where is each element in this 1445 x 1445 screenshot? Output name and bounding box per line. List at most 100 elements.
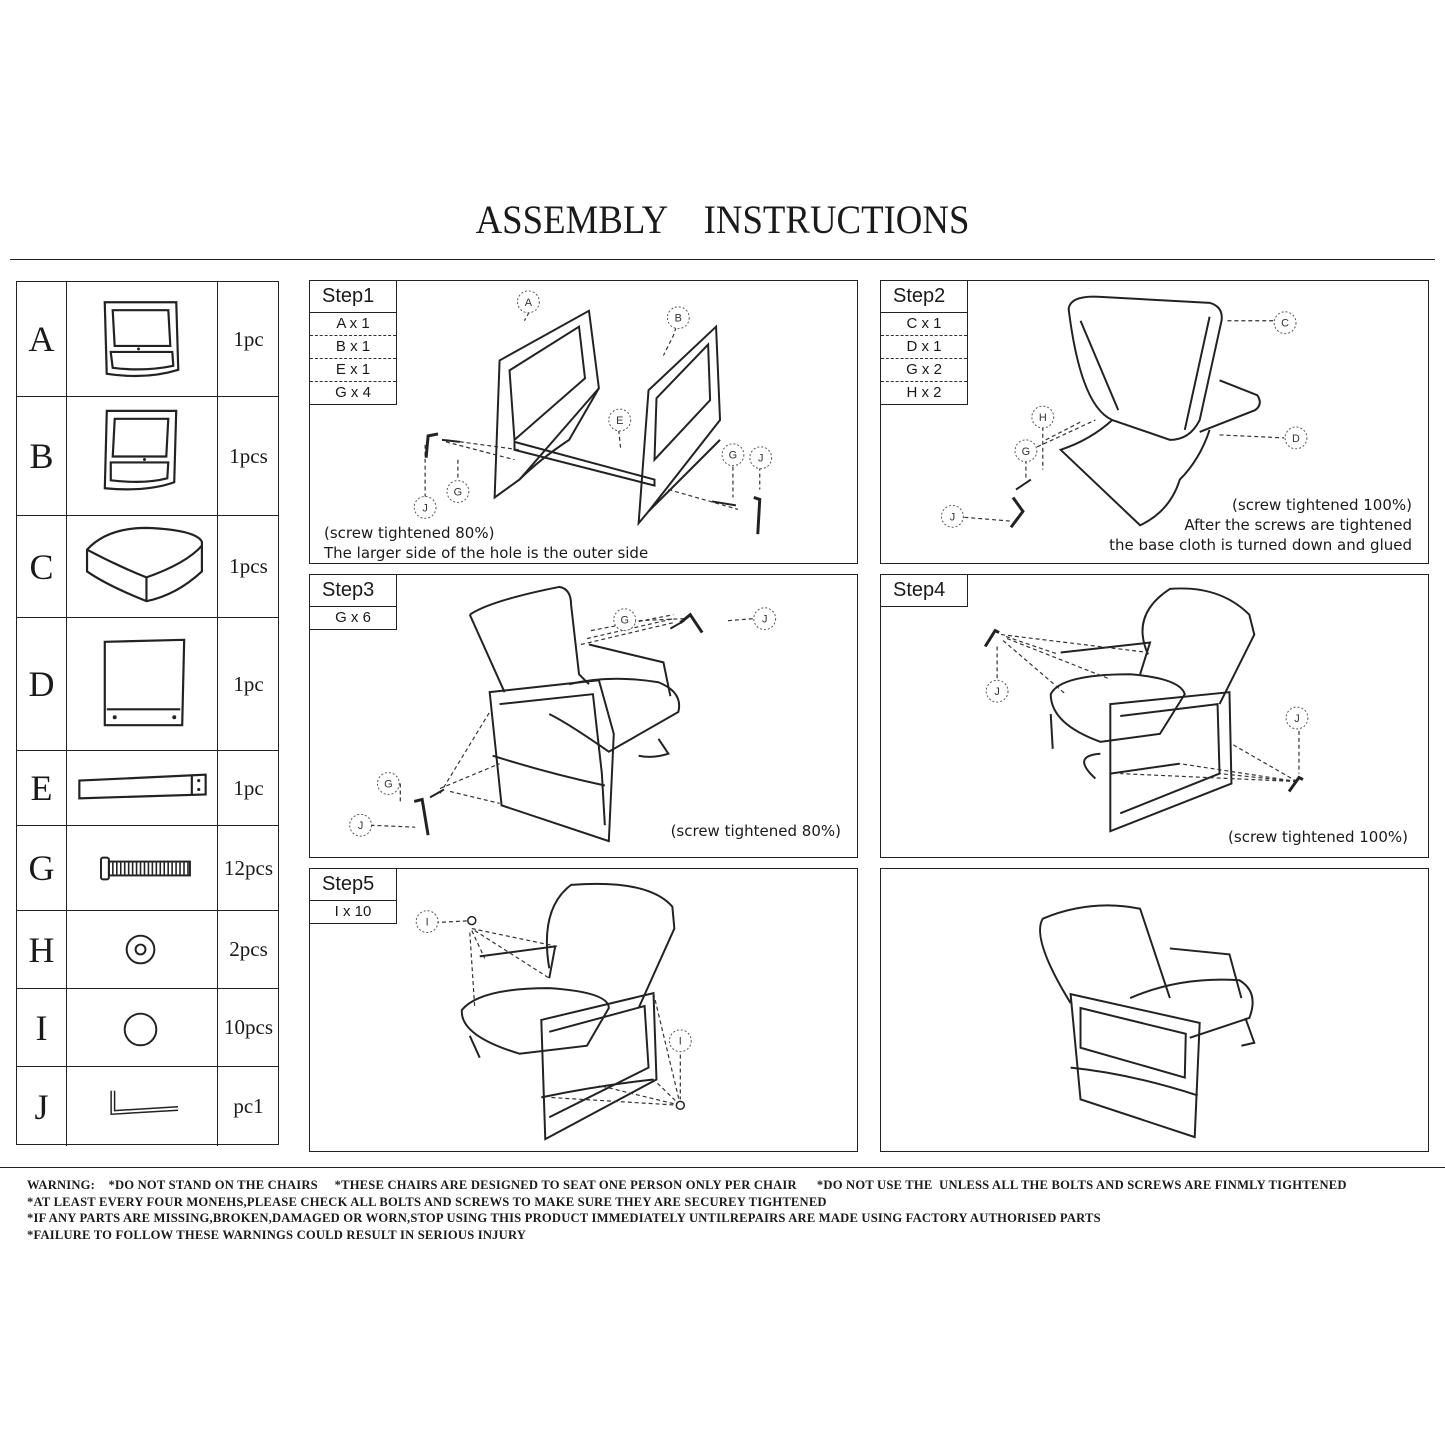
parts-row-h: H 2pcs [17,910,278,988]
allen-key-icon [67,1067,218,1146]
footer-divider [0,1167,1445,1168]
part-quantity: 1pc [233,775,264,800]
part-quantity: pc1 [233,1094,264,1118]
step1-note-line: The larger side of the hole is the outer… [324,544,649,562]
callout-a: A [525,297,533,309]
callout-e: E [616,415,623,427]
callout-h: H [1039,412,1047,424]
warning-line: WARNING: *DO NOT STAND ON THE CHAIRS *TH… [27,1178,1347,1192]
parts-row-c: C 1pcs [17,515,278,617]
warning-line: *FAILURE TO FOLLOW THESE WARNINGS COULD … [27,1227,527,1242]
seat-cushion-icon [67,516,218,617]
callout-i: I [426,917,429,929]
step1-illustration: A B E G J G J [413,290,773,535]
callout-d: D [1292,433,1300,445]
step2-panel: C D H G J Step2 C x 1 D x 1 G x 2 H x 2 … [880,280,1429,564]
part-quantity: 1pcs [229,554,268,578]
step2-note: (screw tightened 100%) After the screws … [1109,495,1412,555]
step3-note: (screw tightened 80%) [670,822,841,840]
back-cushion-icon [67,618,218,750]
parts-row-j: J pc1 [17,1066,278,1146]
part-letter: G [17,826,67,910]
step4-illustration: J J [983,587,1309,833]
title-divider [10,259,1435,260]
callout-b: B [675,313,682,325]
washer-icon [67,911,218,988]
step1-parts-list: A x 1 B x 1 E x 1 G x 4 [310,313,397,405]
step2-note-line: (screw tightened 100%) [1232,496,1412,514]
step5-item: I x 10 [334,903,372,920]
step3-illustration: G J G J [349,585,777,843]
part-letter: C [17,516,67,617]
part-letter: D [17,618,67,750]
part-letter: B [17,397,67,515]
callout-g: G [454,486,462,498]
part-letter: A [17,282,67,396]
step1-item: G x 4 [335,384,371,401]
step5-label: Step5 [310,869,397,901]
callout-j: J [758,453,763,465]
side-frame-b-icon [67,397,218,515]
callout-j: J [1294,713,1299,725]
part-quantity: 2pcs [229,937,268,961]
step2-illustration: C D H G J [941,295,1308,529]
part-quantity: 1pc [233,326,264,351]
step4-panel: J J Step4 (screw tightened 100%) [880,574,1429,858]
step2-item: D x 1 [881,336,967,359]
step1-note-line: (screw tightened 80%) [324,524,495,542]
step2-note-line: After the screws are tightened [1184,516,1412,534]
callout-g: G [729,450,737,462]
step5-parts-list: I x 10 [310,901,397,924]
step4-label: Step4 [881,575,968,607]
part-quantity: 10pcs [224,1015,273,1039]
bolt-icon [67,826,218,910]
step2-label: Step2 [881,281,968,313]
finished-chair-panel [880,868,1429,1152]
finished-chair-illustration [1039,904,1256,1139]
part-letter: E [17,751,67,825]
part-letter: H [17,911,67,988]
side-frame-a-icon [67,282,218,396]
part-quantity: 1pc [233,671,264,696]
callout-j: J [358,820,363,832]
step3-label: Step3 [310,575,397,607]
step2-note-line: the base cloth is turned down and glued [1109,536,1412,554]
warning-line: *IF ANY PARTS ARE MISSING,BROKEN,DAMAGED… [27,1211,1101,1225]
parts-row-d: D 1pc [17,617,278,750]
document-title: ASSEMBLY INSTRUCTIONS [475,197,970,242]
step3-parts-list: G x 6 [310,607,397,630]
step4-note: (screw tightened 100%) [1228,828,1408,846]
callout-i: I [679,1036,682,1048]
parts-row-e: E 1pc [17,750,278,825]
step1-label: Step1 [310,281,397,313]
step2-item: C x 1 [881,313,967,336]
callout-g: G [384,778,392,790]
parts-row-a: A 1pc [17,282,278,396]
cap-icon [67,989,218,1066]
parts-row-i: I 10pcs [17,988,278,1066]
step3-item: G x 6 [335,609,371,626]
step2-item: H x 2 [906,384,942,401]
callout-j: J [422,502,427,514]
parts-row-b: B 1pcs [17,396,278,515]
step1-item: B x 1 [310,336,396,359]
step1-item: E x 1 [310,359,396,382]
part-quantity: 1pcs [229,443,268,468]
step5-panel: I I Step5 I x 10 [309,868,858,1152]
step1-panel: A B E G J G J Step1 A x 1 B x 1 E x 1 G … [309,280,858,564]
callout-j: J [994,686,999,698]
step2-item: G x 2 [881,359,967,382]
parts-row-g: G 12pcs [17,825,278,910]
step2-parts-list: C x 1 D x 1 G x 2 H x 2 [881,313,968,405]
callout-g: G [1022,446,1030,458]
callout-j: J [762,614,767,626]
part-quantity: 12pcs [224,855,273,880]
warning-line: *AT LEAST EVERY FOUR MONEHS,PLEASE CHECK… [27,1194,827,1209]
part-letter: J [17,1067,67,1146]
step3-panel: G J G J Step3 G x 6 (screw tightened 80%… [309,574,858,858]
step1-note: (screw tightened 80%) The larger side of… [324,523,648,563]
step1-item: A x 1 [310,313,396,336]
callout-g: G [620,615,628,627]
warnings-block: WARNING: *DO NOT STAND ON THE CHAIRS *TH… [27,1177,1347,1243]
parts-table: A 1pc B 1pcs C 1pcs D [16,281,279,1146]
